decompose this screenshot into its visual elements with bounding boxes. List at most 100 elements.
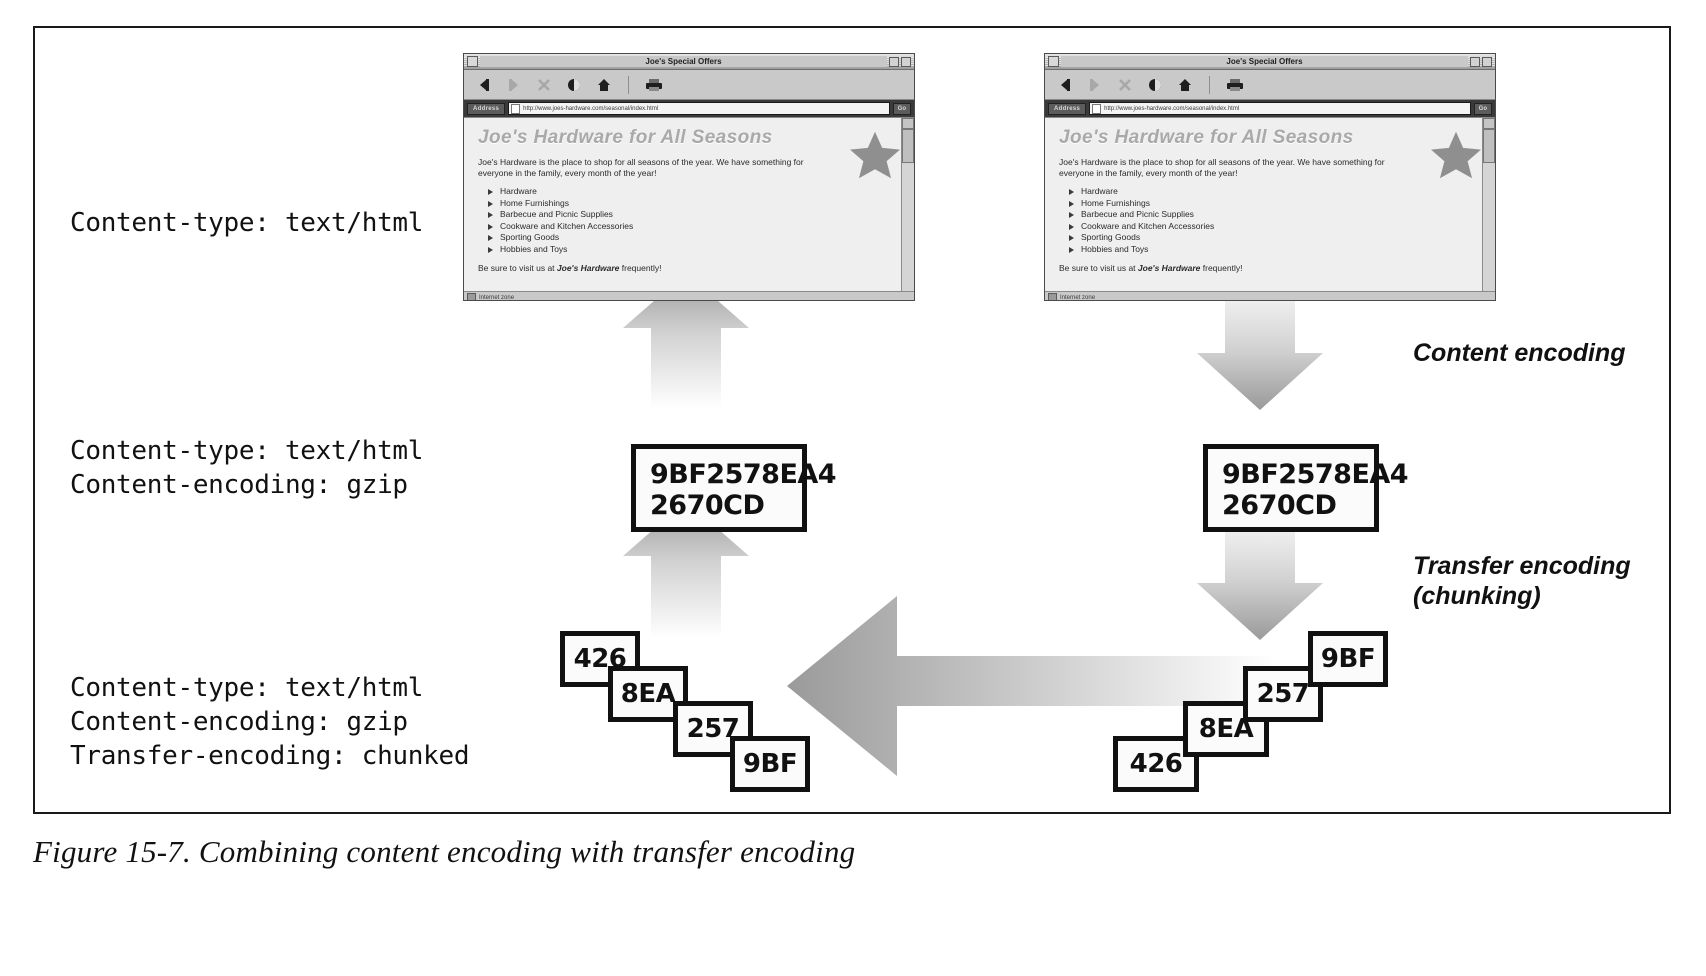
header-label-bottom: Content-type: text/html Content-encoding… [70, 673, 470, 771]
print-icon[interactable] [1226, 77, 1243, 93]
arrow-left-network-transfer [787, 596, 1275, 776]
scroll-up-arrow[interactable] [1483, 118, 1495, 129]
window-controls[interactable] [889, 56, 911, 67]
url-text: http://www.joes-hardware.com/seasonal/in… [523, 105, 659, 112]
back-icon[interactable] [476, 77, 492, 93]
page-icon [1092, 103, 1102, 114]
arrow-down-content-encoding [1197, 274, 1323, 410]
list-item: Sporting Goods [488, 232, 900, 244]
zone-icon [467, 293, 476, 300]
chunk-box-right-3: 9BF [1308, 631, 1388, 687]
scroll-thumb[interactable] [1483, 129, 1495, 163]
footer-link[interactable]: Joe's Hardware [556, 263, 620, 273]
annotation-content-encoding: Content encoding [1413, 339, 1626, 367]
minimize-icon[interactable] [1470, 56, 1480, 67]
window-menu-icon[interactable] [467, 56, 478, 67]
list-item: Home Furnishings [488, 198, 900, 210]
maximize-icon[interactable] [901, 56, 911, 67]
footer-suffix: frequently! [1200, 263, 1243, 273]
header-label-top: Content-type: text/html [70, 208, 424, 238]
address-label: Address [467, 102, 506, 115]
arrow-down-transfer-encoding [1197, 506, 1323, 640]
scroll-up-arrow[interactable] [902, 118, 914, 129]
page-paragraph: Joe's Hardware is the place to shop for … [1059, 157, 1385, 178]
hex-data-block-right: 9BF2578EA4 2670CD [1203, 444, 1409, 532]
list-item: Cookware and Kitchen Accessories [488, 221, 900, 233]
list-item: Cookware and Kitchen Accessories [1069, 221, 1481, 233]
go-button[interactable]: Go [892, 102, 911, 115]
window-menu-icon[interactable] [1048, 56, 1059, 67]
list-item: Barbecue and Picnic Supplies [1069, 209, 1481, 221]
browser-title: Joe's Special Offers [480, 56, 887, 67]
refresh-icon[interactable] [566, 77, 582, 93]
chunk-box-left-3: 9BF [730, 736, 810, 792]
browser-address-bar[interactable]: Address http://www.joes-hardware.com/sea… [464, 100, 914, 117]
page-icon [511, 103, 521, 114]
list-item: Hardware [488, 186, 900, 198]
arrow-up-decode-transfer [623, 501, 749, 638]
page-heading: Joe's Hardware for All Seasons [1059, 127, 1354, 148]
vertical-scrollbar[interactable] [1482, 118, 1495, 292]
browser-titlebar: Joe's Special Offers [1045, 54, 1495, 70]
star-icon [850, 131, 900, 179]
browser-titlebar: Joe's Special Offers [464, 54, 914, 70]
arrows-layer [623, 273, 1323, 776]
page-paragraph: Joe's Hardware is the place to shop for … [478, 157, 804, 178]
refresh-icon[interactable] [1147, 77, 1163, 93]
page-footer: Be sure to visit us at Joe's Hardware fr… [1059, 263, 1481, 273]
arrow-up-decode-content [623, 273, 749, 408]
footer-link[interactable]: Joe's Hardware [1137, 263, 1201, 273]
browser-address-bar[interactable]: Address http://www.joes-hardware.com/sea… [1045, 100, 1495, 117]
hex-data-block-left: 9BF2578EA4 2670CD [631, 444, 837, 532]
header-label-middle: Content-type: text/html Content-encoding… [70, 436, 424, 500]
chunk-box-left-1: 8EA [608, 666, 688, 722]
footer-prefix: Be sure to visit us at [1059, 263, 1138, 273]
print-icon[interactable] [645, 77, 662, 93]
home-icon[interactable] [596, 77, 612, 93]
zone-icon [1048, 293, 1057, 300]
browser-statusbar: Internet zone [1045, 291, 1495, 301]
browser-page-content: Joe's Hardware for All Seasons Joe's Har… [1045, 117, 1495, 301]
window-controls[interactable] [1470, 56, 1492, 67]
browser-title: Joe's Special Offers [1061, 56, 1468, 67]
page-list: Hardware Home Furnishings Barbecue and P… [1059, 186, 1481, 255]
toolbar-divider [1209, 75, 1210, 94]
page-list: Hardware Home Furnishings Barbecue and P… [478, 186, 900, 255]
figure-frame: Content-type: text/html Content-type: te… [33, 26, 1671, 814]
chunk-box-right-2: 257 [1243, 666, 1323, 722]
list-item: Hobbies and Toys [488, 244, 900, 256]
stop-icon[interactable] [1117, 77, 1133, 93]
page-footer: Be sure to visit us at Joe's Hardware fr… [478, 263, 900, 273]
list-item: Hobbies and Toys [1069, 244, 1481, 256]
footer-prefix: Be sure to visit us at [478, 263, 557, 273]
url-text: http://www.joes-hardware.com/seasonal/in… [1104, 105, 1240, 112]
chunk-box-left-2: 257 [673, 701, 753, 757]
back-icon[interactable] [1057, 77, 1073, 93]
toolbar-divider [628, 75, 629, 94]
vertical-scrollbar[interactable] [901, 118, 914, 292]
browser-toolbar[interactable] [464, 70, 914, 100]
status-text: Internet zone [1060, 294, 1096, 301]
star-icon [1431, 131, 1481, 179]
home-icon[interactable] [1177, 77, 1193, 93]
forward-icon[interactable] [506, 77, 522, 93]
address-label: Address [1048, 102, 1087, 115]
browser-toolbar[interactable] [1045, 70, 1495, 100]
minimize-icon[interactable] [889, 56, 899, 67]
list-item: Barbecue and Picnic Supplies [488, 209, 900, 221]
list-item: Home Furnishings [1069, 198, 1481, 210]
maximize-icon[interactable] [1482, 56, 1492, 67]
url-input[interactable]: http://www.joes-hardware.com/seasonal/in… [508, 102, 890, 115]
scroll-thumb[interactable] [902, 129, 914, 163]
browser-page-content: Joe's Hardware for All Seasons Joe's Har… [464, 117, 914, 301]
stop-icon[interactable] [536, 77, 552, 93]
annotation-transfer-encoding: Transfer encoding (chunking) [1413, 552, 1631, 610]
url-input[interactable]: http://www.joes-hardware.com/seasonal/in… [1089, 102, 1471, 115]
list-item: Sporting Goods [1069, 232, 1481, 244]
browser-window-right[interactable]: Joe's Special Offers [1044, 53, 1496, 301]
go-button[interactable]: Go [1473, 102, 1492, 115]
browser-window-left[interactable]: Joe's Special Offers [463, 53, 915, 301]
status-text: Internet zone [479, 294, 515, 301]
list-item: Hardware [1069, 186, 1481, 198]
forward-icon[interactable] [1087, 77, 1103, 93]
